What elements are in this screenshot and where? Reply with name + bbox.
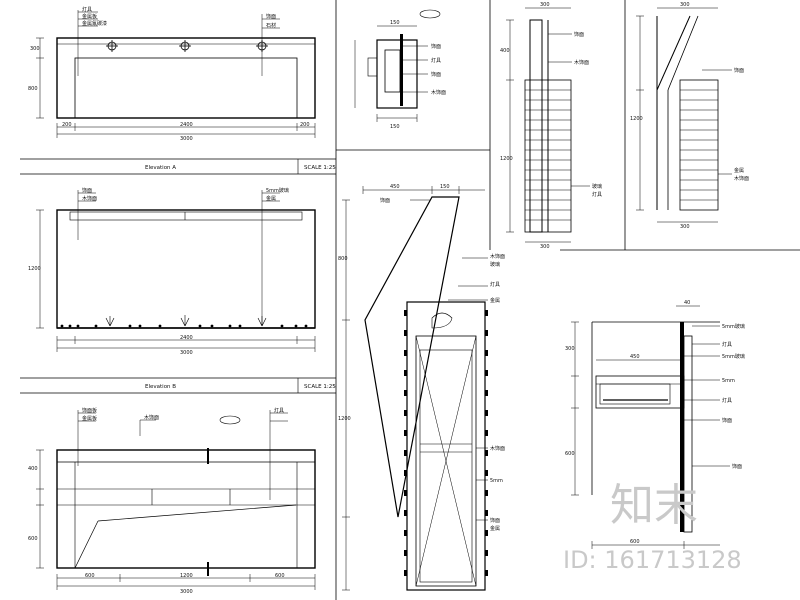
title-strip-a: Elevation A SCALE 1:25 [20, 158, 336, 175]
pebble-row [60, 324, 308, 328]
panel-title-b: Elevation B [145, 384, 176, 390]
annotation-g4: 灯具 [490, 281, 500, 288]
section-detail-h: 5mm玻璃 灯具 5mm玻璃 5mm 灯具 饰面 饰面 450 600 40 3… [565, 300, 745, 549]
dim-c-bottom: 600 [28, 536, 38, 542]
dim-e-h1: 800 [338, 256, 348, 262]
section-detail-f: 饰面 木饰面 玻璃 灯具 300 300 400 1200 [500, 2, 602, 250]
elevation-b: 饰面 木饰面 5mm玻璃 金属 2400 3000 1200 [28, 187, 316, 356]
section-detail-e: 饰面 木饰面 玻璃 灯具 金属 木饰面 5mm 饰面 金属 450 150 80… [338, 184, 505, 591]
dim-h-h1: 300 [565, 346, 575, 352]
dim-b-total: 3000 [180, 350, 193, 356]
annotation-b1: 饰面 [266, 13, 276, 20]
dim-a-right: 200 [300, 122, 310, 128]
annotation-c4: 金属 [266, 195, 276, 202]
section-detail-d: 饰面 灯具 饰面 木饰面 150 150 [354, 9, 446, 130]
dim-c-right: 600 [275, 573, 285, 579]
annotation-e2: 灯具 [431, 57, 441, 64]
dim-c-total: 3000 [180, 589, 193, 595]
annotation-f1: 饰面 [431, 71, 441, 78]
dim-h-h2: 600 [565, 451, 575, 457]
annotation-h4: 灯具 [592, 191, 602, 198]
dim-f-h2: 1200 [500, 156, 513, 162]
annotation-d2: 金属板 [82, 415, 97, 422]
annotation-g2: 木饰面 [490, 253, 505, 260]
watermark-brand: 知末 [610, 480, 698, 531]
annotation-a3: 金属氟碳漆 [82, 20, 107, 27]
dim-b-mid: 2400 [180, 335, 193, 341]
annotation-d1: 饰面板 [82, 407, 97, 414]
annotation-h5: 饰面 [734, 67, 744, 74]
dim-a-h: 800 [28, 86, 38, 92]
dim-e-w1: 450 [390, 184, 400, 190]
dim-d-w: 150 [390, 124, 400, 130]
dim-c-left: 600 [85, 573, 95, 579]
dim-h-w: 600 [630, 539, 640, 545]
louvre-lines [525, 89, 571, 221]
dim-d-top: 150 [390, 20, 400, 26]
annotation-d3: 木饰面 [144, 414, 159, 421]
edge-teeth [404, 310, 488, 576]
annotation-c5: 5mm玻璃 [722, 353, 745, 360]
elevation-c: 饰面板 金属板 木饰面 灯具 600 1200 600 3000 400 600 [28, 407, 316, 595]
dim-f-w: 300 [540, 244, 550, 250]
annotation-h1: 饰面 [574, 31, 584, 38]
annotation-g-extra: 饰面 [722, 417, 732, 424]
dim-g-h: 1200 [630, 116, 643, 122]
annotation-e1: 饰面 [431, 43, 441, 50]
dim-f-top: 300 [540, 2, 550, 8]
dim-f-h1: 400 [500, 48, 510, 54]
annotation-g7: 5mm [490, 478, 503, 484]
dim-a-left: 200 [62, 122, 72, 128]
dim-c-top: 400 [28, 466, 38, 472]
annotation-g5: 金属 [490, 297, 500, 304]
annotation-g3: 玻璃 [490, 261, 500, 268]
dim-h-top: 40 [684, 300, 690, 306]
dim-a-total: 3000 [180, 136, 193, 142]
light-fixture-icon [106, 40, 268, 52]
annotation-a1: 灯具 [82, 6, 92, 13]
dim-a-mid: 2400 [180, 122, 193, 128]
dim-e-h2: 1200 [338, 416, 351, 422]
annotation-e-extra: 5mm [722, 378, 735, 384]
annotation-g6: 木饰面 [490, 445, 505, 452]
dim-b-h: 1200 [28, 266, 41, 272]
scale-label-b: SCALE 1:25 [304, 384, 336, 390]
annotation-g1: 饰面 [380, 197, 390, 204]
panel-title-a: Elevation A [145, 165, 176, 171]
annotation-c1: 饰面 [82, 187, 92, 194]
dim-h-inner: 450 [630, 354, 640, 360]
annotation-h6: 金属 [734, 167, 744, 174]
annotation-g9: 金属 [490, 525, 500, 532]
dim-a-top: 300 [30, 46, 40, 52]
annotation-h2: 木饰面 [574, 59, 589, 66]
annotation-b3: 5mm玻璃 [722, 323, 745, 330]
annotation-b2: 石材 [266, 22, 276, 29]
annotation-d4: 灯具 [274, 407, 284, 414]
dim-g-top: 300 [680, 2, 690, 8]
panel-dividers [335, 0, 800, 600]
annotation-h8: 灯具 [722, 397, 732, 404]
annotation-a2: 金属板 [82, 13, 97, 20]
dim-c-mid: 1200 [180, 573, 193, 579]
annotation-h-extra: 饰面 [732, 463, 742, 470]
annotation-c3: 5mm玻璃 [266, 187, 289, 194]
dim-g-w: 300 [680, 224, 690, 230]
title-strip-b: Elevation B SCALE 1:25 [20, 377, 336, 394]
scale-label-a: SCALE 1:25 [304, 165, 336, 171]
watermark-id: ID: 161713128 [563, 546, 742, 574]
louvre-lines [680, 89, 718, 201]
section-detail-g: 饰面 金属 木饰面 300 300 1200 [630, 2, 749, 230]
annotation-c2: 木饰面 [82, 195, 97, 202]
dim-e-w2: 150 [440, 184, 450, 190]
annotation-b4: 灯具 [722, 341, 732, 348]
annotation-h3: 玻璃 [592, 183, 602, 190]
annotation-g8: 饰面 [490, 517, 500, 524]
plant-icon [105, 315, 267, 327]
annotation-f2: 木饰面 [431, 89, 446, 96]
elevation-a: 灯具 金属板 金属氟碳漆 饰面 石材 200 2400 200 3000 300… [28, 6, 316, 142]
annotation-h7: 木饰面 [734, 175, 749, 182]
